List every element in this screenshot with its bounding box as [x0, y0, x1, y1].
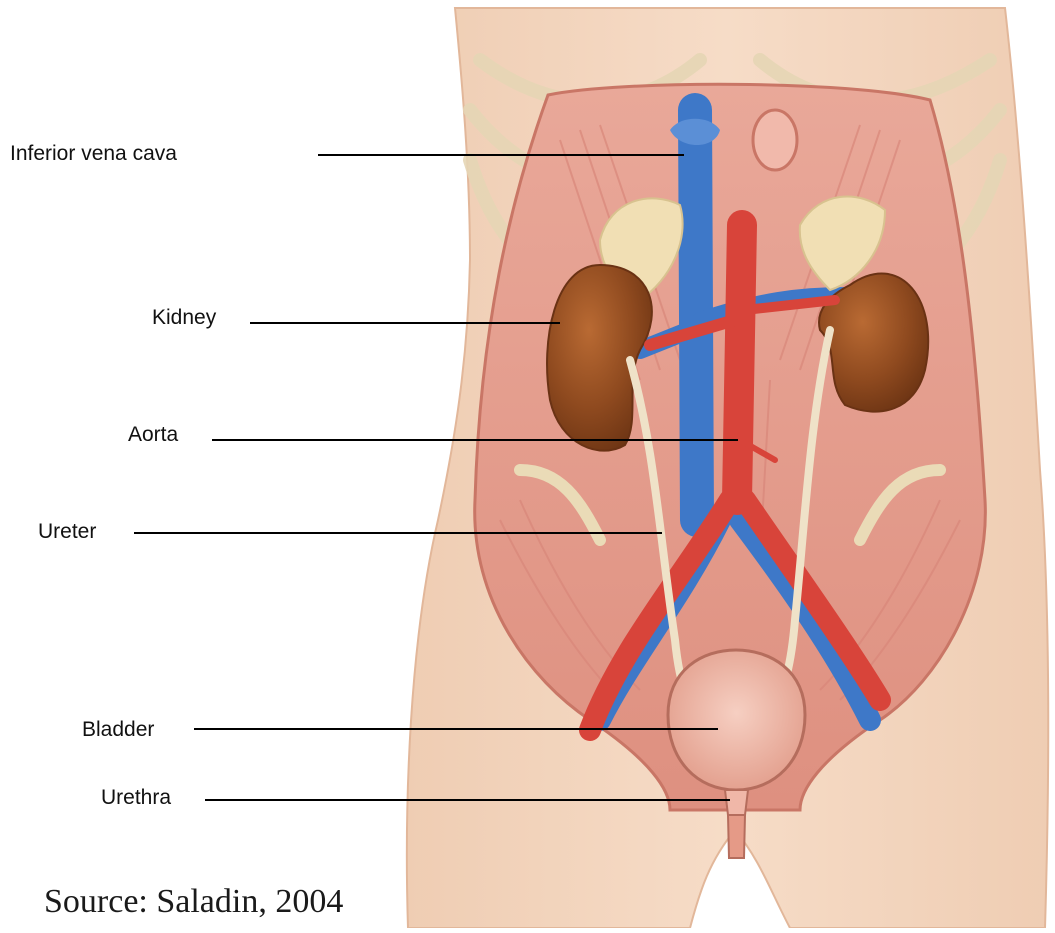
label-aorta: Aorta	[128, 424, 178, 445]
label-inferior-vena-cava: Inferior vena cava	[10, 143, 177, 164]
source-caption: Source: Saladin, 2004	[44, 885, 343, 919]
urethra	[728, 815, 745, 858]
aorta	[737, 225, 742, 500]
bladder	[668, 650, 805, 790]
label-ureter: Ureter	[38, 521, 96, 542]
bladder-neck	[725, 790, 748, 815]
label-kidney: Kidney	[152, 307, 216, 328]
label-urethra: Urethra	[101, 787, 171, 808]
label-bladder: Bladder	[82, 719, 154, 740]
esophageal-opening	[753, 110, 797, 170]
